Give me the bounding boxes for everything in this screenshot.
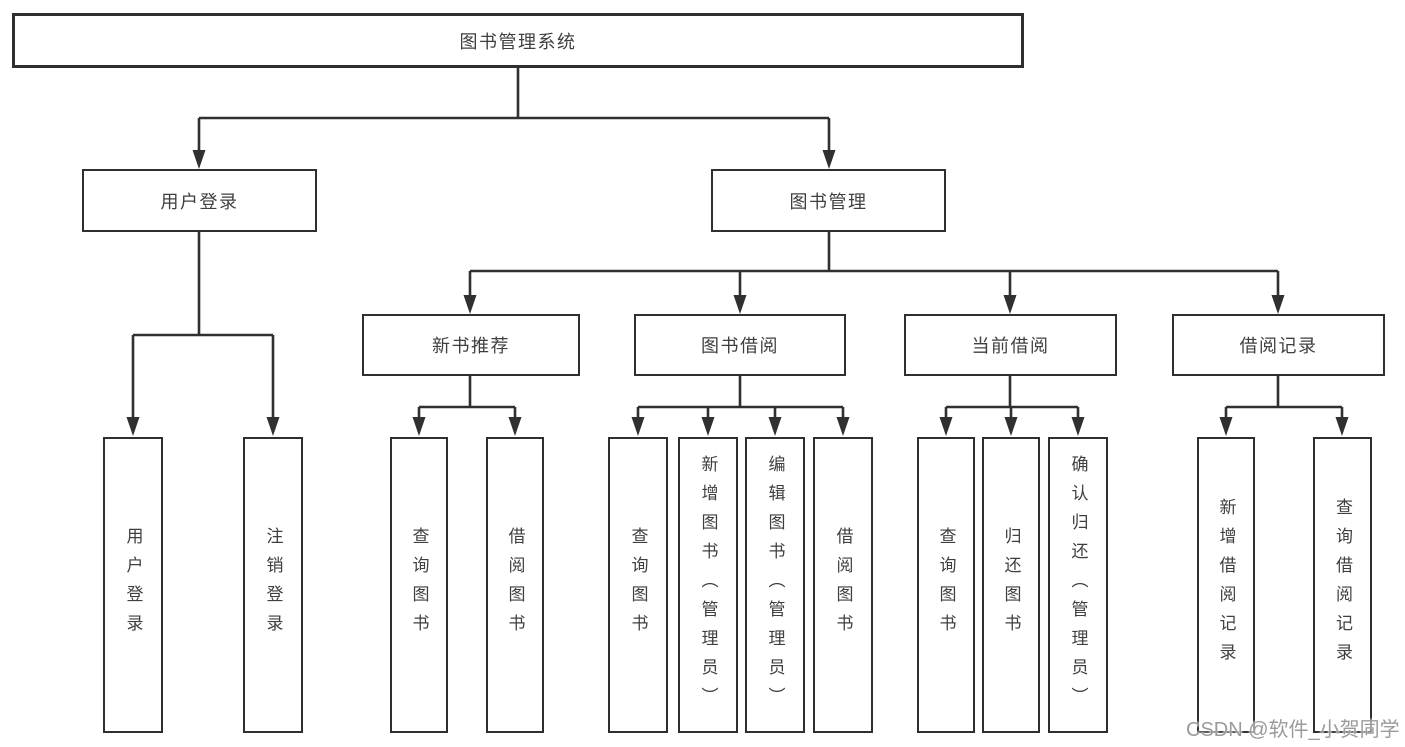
node-leaf-borrow-book-1: 借阅图书 — [486, 437, 544, 733]
node-label: 图书管理系统 — [459, 31, 577, 52]
node-borrow-records: 借阅记录 — [1172, 314, 1385, 376]
node-label: 新书推荐 — [432, 336, 510, 356]
node-leaf-return-book: 归还图书 — [982, 437, 1040, 733]
node-book-borrow: 图书借阅 — [634, 314, 846, 376]
node-leaf-user-login: 用户登录 — [103, 437, 163, 733]
node-label: 查询图书 — [628, 527, 648, 643]
node-leaf-edit-book-admin: 编辑图书（管理员） — [745, 437, 805, 733]
arrowhead-icons — [126, 150, 1349, 436]
node-label: 新增图书（管理员） — [698, 454, 718, 716]
node-label: 借阅记录 — [1239, 336, 1318, 356]
node-label: 图书借阅 — [701, 336, 779, 356]
node-leaf-add-book-admin: 新增图书（管理员） — [678, 437, 738, 733]
node-label: 借阅图书 — [833, 527, 853, 643]
node-leaf-search-book-1: 查询图书 — [390, 437, 448, 733]
node-label: 查询借阅记录 — [1333, 498, 1352, 672]
node-label: 新增借阅记录 — [1216, 498, 1236, 672]
node-label: 归还图书 — [1001, 527, 1021, 643]
node-user-login: 用户登录 — [82, 169, 317, 232]
node-label: 确认归还（管理员） — [1068, 454, 1088, 716]
node-label: 查询图书 — [936, 527, 956, 643]
node-leaf-confirm-return-admin: 确认归还（管理员） — [1048, 437, 1108, 733]
node-leaf-logout: 注销登录 — [243, 437, 303, 733]
node-label: 注销登录 — [263, 527, 283, 643]
node-label: 编辑图书（管理员） — [765, 454, 785, 716]
csdn-watermark: CSDN @软件_小贺同学 — [1186, 719, 1400, 741]
node-label: 用户登录 — [123, 527, 143, 643]
node-leaf-search-book-3: 查询图书 — [917, 437, 975, 733]
node-new-book-recommend: 新书推荐 — [362, 314, 580, 376]
node-label: 借阅图书 — [505, 527, 525, 643]
node-leaf-borrow-book-2: 借阅图书 — [813, 437, 873, 733]
node-current-borrow: 当前借阅 — [904, 314, 1117, 376]
node-leaf-search-borrow-record: 查询借阅记录 — [1313, 437, 1372, 733]
node-label: 图书管理 — [789, 191, 868, 212]
node-label: 用户登录 — [160, 191, 239, 212]
node-leaf-add-borrow-record: 新增借阅记录 — [1197, 437, 1255, 733]
node-label: 查询图书 — [409, 527, 429, 643]
node-book-management: 图书管理 — [711, 169, 946, 232]
node-leaf-search-book-2: 查询图书 — [608, 437, 668, 733]
node-library-system: 图书管理系统 — [12, 13, 1024, 68]
node-label: 当前借阅 — [971, 336, 1050, 356]
